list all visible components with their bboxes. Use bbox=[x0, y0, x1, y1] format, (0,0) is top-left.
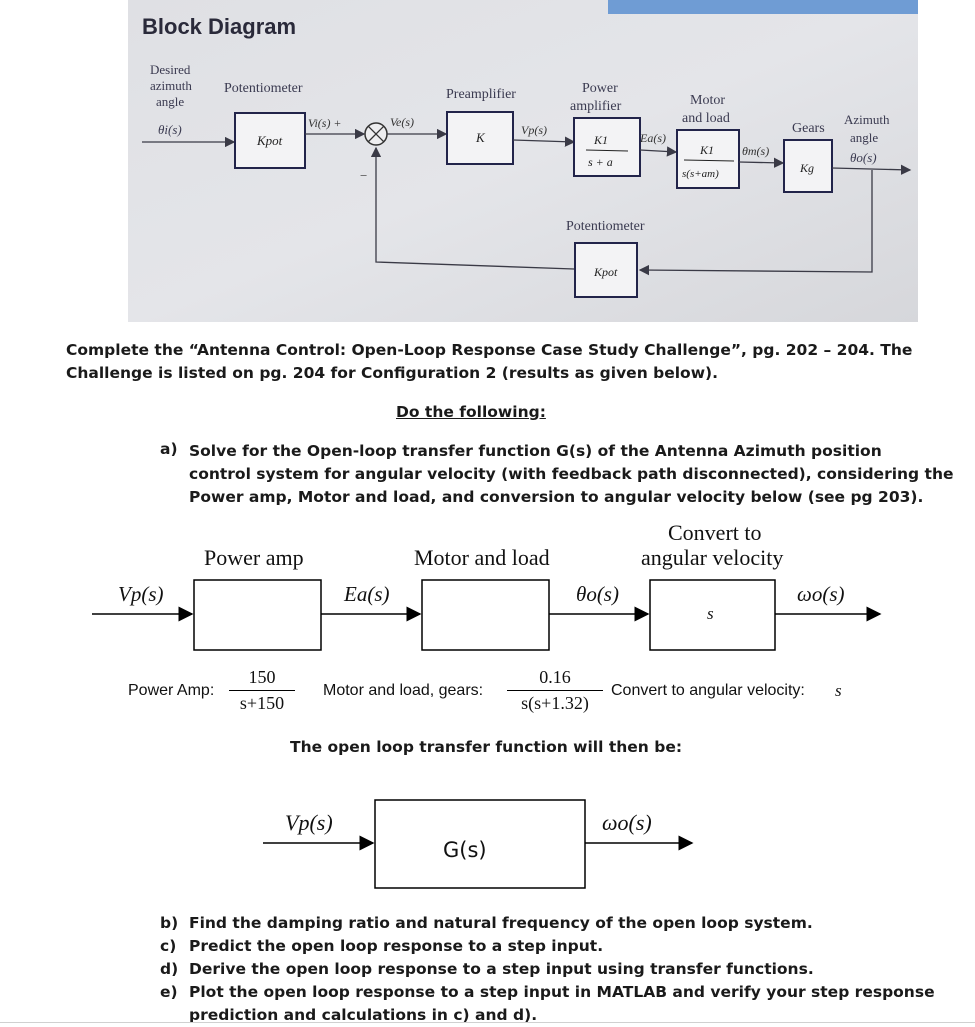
pot2-block bbox=[574, 242, 638, 298]
part-a-line-1: Solve for the Open-loop transfer functio… bbox=[189, 442, 882, 460]
chain-motor-block bbox=[421, 579, 550, 651]
given-motor-fraction: 0.16 s(s+1.32) bbox=[507, 667, 603, 714]
given-motor-num: 0.16 bbox=[507, 667, 603, 691]
power-amp-label-2: amplifier bbox=[570, 99, 622, 114]
given-power-amp-fraction: 150 s+150 bbox=[229, 667, 295, 714]
preamp-gain: K bbox=[475, 130, 486, 145]
motor-den: s(s+am) bbox=[682, 168, 719, 180]
task-list: b)Find the damping ratio and natural fre… bbox=[160, 912, 935, 1027]
chain-omega-o-signal: ωo(s) bbox=[797, 582, 845, 606]
chain-power-amp-label: Power amp bbox=[204, 545, 304, 570]
task-b: b)Find the damping ratio and natural fre… bbox=[160, 914, 813, 932]
svg-text:azimuth: azimuth bbox=[150, 78, 192, 93]
chain-convert-block bbox=[649, 579, 776, 651]
power-amp-num: K1 bbox=[593, 133, 608, 147]
svg-text:Azimuth: Azimuth bbox=[844, 112, 890, 127]
gs-output-signal: ωo(s) bbox=[602, 810, 652, 835]
chain-power-amp-block bbox=[193, 579, 322, 651]
chain-ea-signal: Ea(s) bbox=[343, 582, 390, 606]
chain-motor-label: Motor and load bbox=[414, 545, 550, 570]
vp-signal: Vp(s) bbox=[521, 123, 547, 137]
power-amp-label-1: Power bbox=[582, 81, 618, 96]
chain-convert-label-2: angular velocity bbox=[641, 545, 783, 570]
pot2-gain: Kpot bbox=[593, 265, 618, 279]
given-power-amp-num: 150 bbox=[229, 667, 295, 691]
part-a-line-2: control system for angular velocity (wit… bbox=[189, 465, 954, 483]
chain-theta-o-signal: θo(s) bbox=[576, 582, 619, 606]
gears-gain: Kg bbox=[799, 161, 814, 175]
gears-block bbox=[783, 139, 833, 193]
motor-block bbox=[676, 129, 740, 189]
pot1-gain: Kpot bbox=[256, 133, 283, 148]
given-motor-label: Motor and load, gears: bbox=[323, 682, 484, 699]
motor-num: K1 bbox=[699, 143, 714, 157]
cascade-diagram: Power amp Motor and load Convert to angu… bbox=[92, 520, 882, 651]
motor-label-2: and load bbox=[682, 111, 730, 126]
given-power-amp-label: Power Amp: bbox=[128, 682, 215, 699]
chain-convert-label-1: Convert to bbox=[668, 520, 762, 545]
block-diagram-photo: Block Diagram Desired azimuth angle θi(s… bbox=[128, 0, 918, 322]
gs-diagram: Vp(s) G(s) ωo(s) bbox=[263, 799, 694, 889]
minus-sign: − bbox=[360, 168, 367, 183]
gs-block bbox=[374, 799, 586, 889]
task-e-continued: prediction and calculations in c) and d)… bbox=[189, 1006, 538, 1024]
gears-label: Gears bbox=[792, 121, 825, 136]
bottom-divider bbox=[0, 1022, 975, 1023]
power-amp-den: s + a bbox=[588, 155, 613, 169]
intro-paragraph: Complete the “Antenna Control: Open-Loop… bbox=[66, 339, 912, 385]
part-a-text: Solve for the Open-loop transfer functio… bbox=[189, 440, 954, 509]
pot2-label: Potentiometer bbox=[566, 219, 645, 234]
chain-vp-signal: Vp(s) bbox=[118, 582, 164, 606]
part-a-marker: a) bbox=[160, 440, 178, 458]
preamp-label: Preamplifier bbox=[446, 87, 516, 102]
svg-text:angle: angle bbox=[850, 130, 878, 145]
chain-convert-block-value: s bbox=[707, 604, 714, 623]
motor-label-1: Motor bbox=[690, 93, 725, 108]
vi-signal: Vi(s) + bbox=[308, 116, 342, 130]
svg-text:Desired: Desired bbox=[150, 62, 191, 77]
preamp-block bbox=[446, 111, 514, 165]
ea-signal: Ea(s) bbox=[639, 131, 666, 145]
pot1-block bbox=[234, 112, 306, 169]
svg-text:θo(s): θo(s) bbox=[850, 150, 877, 165]
pot1-label: Potentiometer bbox=[224, 81, 303, 96]
intro-line-2: Challenge is listed on pg. 204 for Confi… bbox=[66, 364, 718, 382]
svg-text:θi(s): θi(s) bbox=[158, 122, 182, 137]
input-label: Desired azimuth angle θi(s) bbox=[150, 62, 192, 137]
gs-block-label: G(s) bbox=[443, 838, 487, 862]
intro-line-1: Complete the “Antenna Control: Open-Loop… bbox=[66, 341, 913, 359]
given-convert-value: s bbox=[835, 681, 842, 700]
theta-m-signal: θm(s) bbox=[742, 144, 769, 158]
task-d: d)Derive the open loop response to a ste… bbox=[160, 960, 814, 978]
summing-junction bbox=[364, 122, 388, 146]
given-convert-label: Convert to angular velocity: bbox=[611, 682, 805, 699]
gs-input-signal: Vp(s) bbox=[285, 810, 333, 835]
task-e: e)Plot the open loop response to a step … bbox=[160, 983, 935, 1001]
output-label: Azimuth angle θo(s) bbox=[844, 112, 890, 165]
part-a-line-3: Power amp, Motor and load, and conversio… bbox=[189, 488, 924, 506]
do-following-heading: Do the following: bbox=[396, 403, 546, 421]
task-c: c)Predict the open loop response to a st… bbox=[160, 937, 604, 955]
ve-signal: Ve(s) bbox=[390, 115, 414, 129]
given-power-amp-den: s+150 bbox=[239, 693, 285, 713]
power-amp-block bbox=[573, 117, 641, 177]
given-motor-den: s(s+1.32) bbox=[521, 693, 589, 713]
diagram-heading: Block Diagram bbox=[142, 14, 296, 39]
svg-text:angle: angle bbox=[156, 94, 184, 109]
open-loop-text: The open loop transfer function will the… bbox=[290, 738, 683, 756]
